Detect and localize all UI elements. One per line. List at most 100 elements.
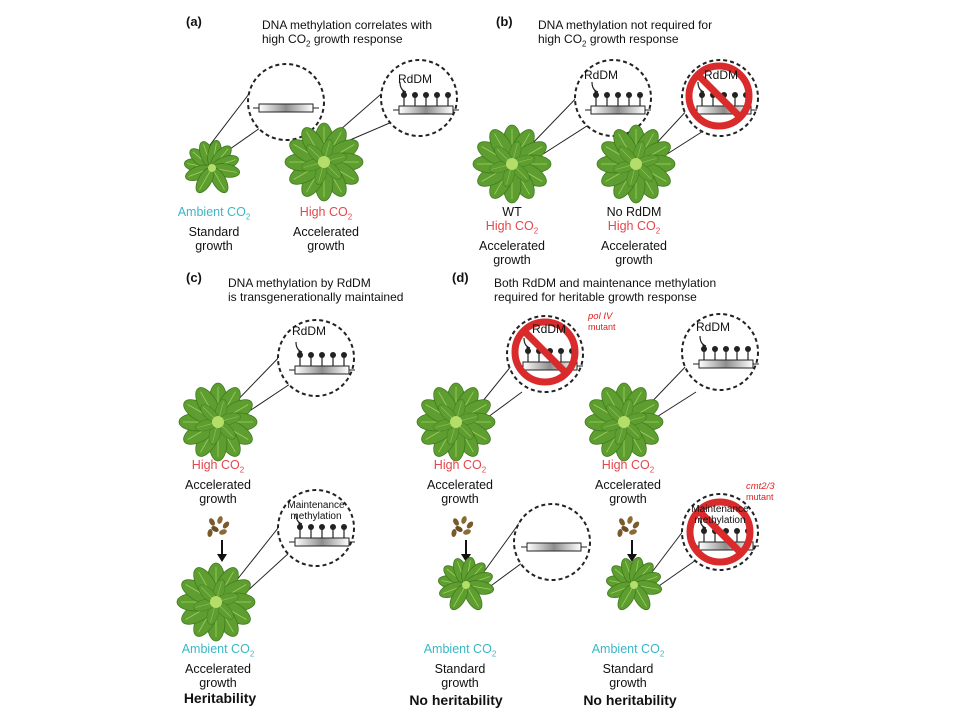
dna-strand-icon bbox=[252, 103, 320, 113]
panel-b-title: DNA methylation not required for high CO… bbox=[538, 18, 712, 51]
condition-subscript: 2 bbox=[239, 465, 245, 475]
rddm-label: RdDM bbox=[584, 68, 619, 82]
condition-subscript: 2 bbox=[245, 212, 251, 222]
growth-line1: Accelerated bbox=[426, 477, 493, 492]
panel-c-title-line1: DNA methylation by RdDM bbox=[228, 276, 371, 290]
rosette-plant-icon bbox=[605, 556, 662, 612]
dna-strand-icon bbox=[692, 359, 760, 369]
condition-ambient: Ambient CO2 bbox=[158, 642, 278, 662]
rddm-label: RdDM bbox=[292, 324, 327, 338]
growth-line2: growth bbox=[609, 491, 647, 506]
panel-b-art bbox=[473, 59, 759, 203]
growth-line2: growth bbox=[199, 491, 237, 506]
condition-subscript: 2 bbox=[655, 226, 661, 236]
mutant-name: cmt2/3 bbox=[746, 481, 775, 492]
panel-b-label: (b) bbox=[496, 14, 513, 29]
rddm-label: RdDM bbox=[398, 72, 433, 86]
condition-text: High CO bbox=[607, 219, 656, 233]
panel-d-title-line1: Both RdDM and maintenance methylation bbox=[494, 276, 717, 290]
growth-line2: growth bbox=[199, 675, 237, 690]
maintenance-line2: methylation bbox=[290, 511, 342, 522]
panel-a-title-line1: DNA methylation correlates with bbox=[262, 18, 433, 32]
panel-b-right-caption: No RdDM High CO2 Accelerated growth bbox=[574, 205, 694, 267]
result-no-heritability-left: No heritability bbox=[409, 692, 503, 708]
growth-line2: growth bbox=[441, 491, 479, 506]
panel-b-left-caption: WT High CO2 Accelerated growth bbox=[452, 205, 572, 267]
rddm-label: RdDM bbox=[532, 322, 567, 336]
panel-a-right-caption: High CO2 Accelerated growth bbox=[266, 205, 386, 253]
title-text: growth response bbox=[310, 32, 403, 46]
condition-high: High CO2 bbox=[452, 219, 572, 239]
growth-line1: Accelerated bbox=[292, 224, 359, 239]
polIV-mutant-label: pol IV mutant bbox=[588, 312, 616, 333]
growth-line1: Accelerated bbox=[594, 477, 661, 492]
panel-d-title: Both RdDM and maintenance methylation re… bbox=[494, 276, 716, 304]
cmt23-mutant-label: cmt2/3 mutant bbox=[746, 481, 775, 503]
dna-strand-icon bbox=[392, 105, 460, 115]
seed-cluster-icon bbox=[206, 515, 231, 538]
maintenance-label: Maintenance methylation bbox=[276, 500, 356, 522]
dna-strand-icon bbox=[520, 542, 588, 552]
growth-line2: growth bbox=[609, 675, 647, 690]
maintenance-label: Maintenance methylation bbox=[680, 504, 760, 526]
panel-a-label: (a) bbox=[186, 14, 202, 29]
panel-d-right-top-caption: High CO2 Accelerated growth bbox=[568, 458, 688, 506]
maintenance-line1: Maintenance bbox=[691, 504, 749, 515]
panel-c-title-line2: is transgenerationally maintained bbox=[228, 290, 404, 304]
growth-line1: Standard bbox=[188, 224, 240, 239]
condition-text: High CO bbox=[191, 458, 240, 472]
result-heritability: Heritability bbox=[183, 690, 257, 706]
magnifier-circle-icon bbox=[247, 63, 325, 141]
rddm-label: RdDM bbox=[696, 320, 731, 334]
panel-d-left-top-caption: High CO2 Accelerated growth bbox=[400, 458, 520, 506]
seed-cluster-icon bbox=[616, 515, 641, 538]
condition-text: High CO bbox=[299, 205, 348, 219]
genotype-label: No RdDM bbox=[606, 205, 662, 219]
condition-text: Ambient CO bbox=[181, 642, 250, 656]
panel-d-title-line2: required for heritable growth response bbox=[494, 290, 697, 304]
panel-d-art bbox=[417, 313, 760, 612]
growth-line1: Standard bbox=[434, 661, 486, 676]
rosette-plant-icon bbox=[585, 383, 663, 461]
panel-d-right-bottom-caption: Ambient CO2 Standard growth bbox=[568, 642, 688, 690]
panel-d-left-bottom-caption: Ambient CO2 Standard growth bbox=[400, 642, 520, 690]
growth-line2: growth bbox=[493, 252, 531, 267]
panel-b-title-line1: DNA methylation not required for bbox=[538, 18, 713, 32]
genotype-label: WT bbox=[502, 205, 522, 219]
dna-strand-icon bbox=[584, 105, 652, 115]
title-text: high CO bbox=[538, 32, 583, 46]
rosette-plant-icon bbox=[437, 556, 494, 612]
panel-a-left-caption: Ambient CO2 Standard growth bbox=[154, 205, 274, 253]
magnifier-circle-icon bbox=[513, 503, 591, 581]
condition-subscript: 2 bbox=[491, 649, 497, 659]
maintenance-line2: methylation bbox=[694, 515, 746, 526]
panel-c-title: DNA methylation by RdDM is transgenerati… bbox=[228, 276, 403, 304]
rddm-label: RdDM bbox=[704, 68, 739, 82]
condition-text: Ambient CO bbox=[177, 205, 246, 219]
panel-a-title-line2: high CO2 growth response bbox=[262, 32, 432, 51]
growth-line1: Accelerated bbox=[478, 238, 545, 253]
dna-strand-icon bbox=[288, 365, 356, 375]
title-subscript: 2 bbox=[306, 39, 311, 49]
condition-ambient: Ambient CO2 bbox=[154, 205, 274, 225]
condition-text: Ambient CO bbox=[591, 642, 660, 656]
condition-subscript: 2 bbox=[533, 226, 539, 236]
rosette-plant-icon bbox=[177, 563, 255, 641]
panel-a-art bbox=[183, 59, 460, 201]
mutant-word: mutant bbox=[746, 492, 774, 502]
growth-line2: growth bbox=[441, 675, 479, 690]
title-text: growth response bbox=[586, 32, 679, 46]
growth-line2: growth bbox=[307, 238, 345, 253]
growth-line2: growth bbox=[615, 252, 653, 267]
seed-cluster-icon bbox=[450, 515, 475, 538]
dna-strand-icon bbox=[288, 537, 356, 547]
condition-text: High CO bbox=[433, 458, 482, 472]
panel-c-art bbox=[177, 319, 356, 641]
mutant-word: mutant bbox=[588, 322, 616, 332]
title-text: high CO bbox=[262, 32, 307, 46]
condition-text: High CO bbox=[601, 458, 650, 472]
condition-high: High CO2 bbox=[266, 205, 386, 225]
growth-line1: Standard bbox=[602, 661, 654, 676]
growth-line1: Accelerated bbox=[600, 238, 667, 253]
